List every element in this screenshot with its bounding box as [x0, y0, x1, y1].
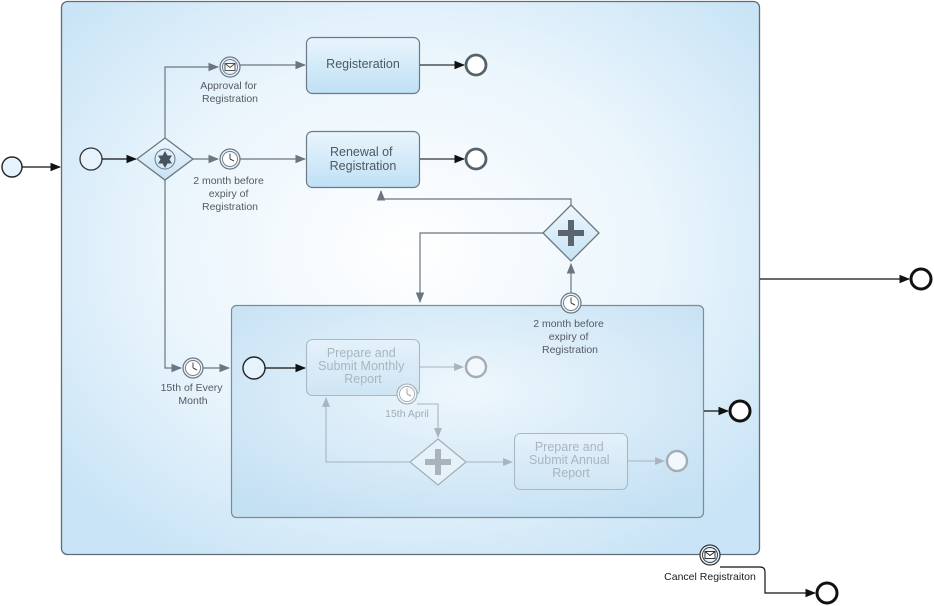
clock-icon[interactable]: [219, 148, 241, 170]
flow-april-to-gateway: [417, 403, 442, 438]
flow-gateway-to-renewal: [376, 189, 572, 205]
cancel-end-event[interactable]: [815, 581, 839, 605]
monthly-report-task-label: Prepare and Submit Monthly Report: [318, 346, 408, 386]
renewal-timer-label: 2 month before expiry of Registration: [193, 175, 267, 213]
flow-gateway-to-approval: [164, 62, 220, 138]
renewal-task[interactable]: [305, 130, 421, 189]
annual-report-task[interactable]: [513, 432, 629, 491]
pool-end-event[interactable]: [909, 267, 933, 291]
envelope-icon[interactable]: [219, 56, 241, 78]
registration-end-event[interactable]: [464, 53, 488, 77]
flow-gateway-to-monthly: [322, 397, 410, 463]
flow-cancel-to-end: [720, 566, 817, 598]
approval-event-label: Approval for Registration: [200, 80, 260, 105]
annual-end-event[interactable]: [665, 449, 689, 473]
subprocess-end-event[interactable]: [728, 399, 752, 423]
start-event[interactable]: [79, 147, 103, 171]
flow-gateway-to-subprocess: [415, 232, 543, 304]
clock-icon[interactable]: [182, 357, 204, 379]
external-start-event[interactable]: [1, 156, 23, 178]
april-timer-label: 15th April: [385, 408, 429, 420]
registration-task-label: Registeration: [326, 57, 400, 71]
monthly-timer-label: 15th of Every Month: [161, 382, 226, 407]
parallel-gateway-icon[interactable]: [409, 438, 467, 486]
renewal-end-event[interactable]: [464, 147, 488, 171]
registration-task[interactable]: [305, 36, 421, 95]
renewal-task-label: Renewal of Registration: [330, 145, 397, 173]
reporting-subprocess[interactable]: [230, 304, 705, 519]
parallel-gateway-icon[interactable]: [542, 204, 600, 262]
monthly-end-event[interactable]: [464, 355, 488, 379]
clock-icon[interactable]: [396, 383, 418, 405]
subprocess-start-event[interactable]: [242, 356, 266, 380]
monthly-report-task[interactable]: [305, 338, 421, 397]
event-based-gateway-icon[interactable]: [135, 137, 195, 181]
annual-report-task-label: Prepare and Submit Annual Report: [529, 440, 613, 480]
envelope-icon[interactable]: [699, 544, 721, 566]
clock-icon[interactable]: [560, 292, 582, 314]
boundary-timer-label: 2 month before expiry of Registration: [533, 318, 607, 356]
cancel-event-label: Cancel Registraiton: [664, 571, 756, 583]
flow-gateway-to-monthly-timer: [164, 180, 183, 373]
